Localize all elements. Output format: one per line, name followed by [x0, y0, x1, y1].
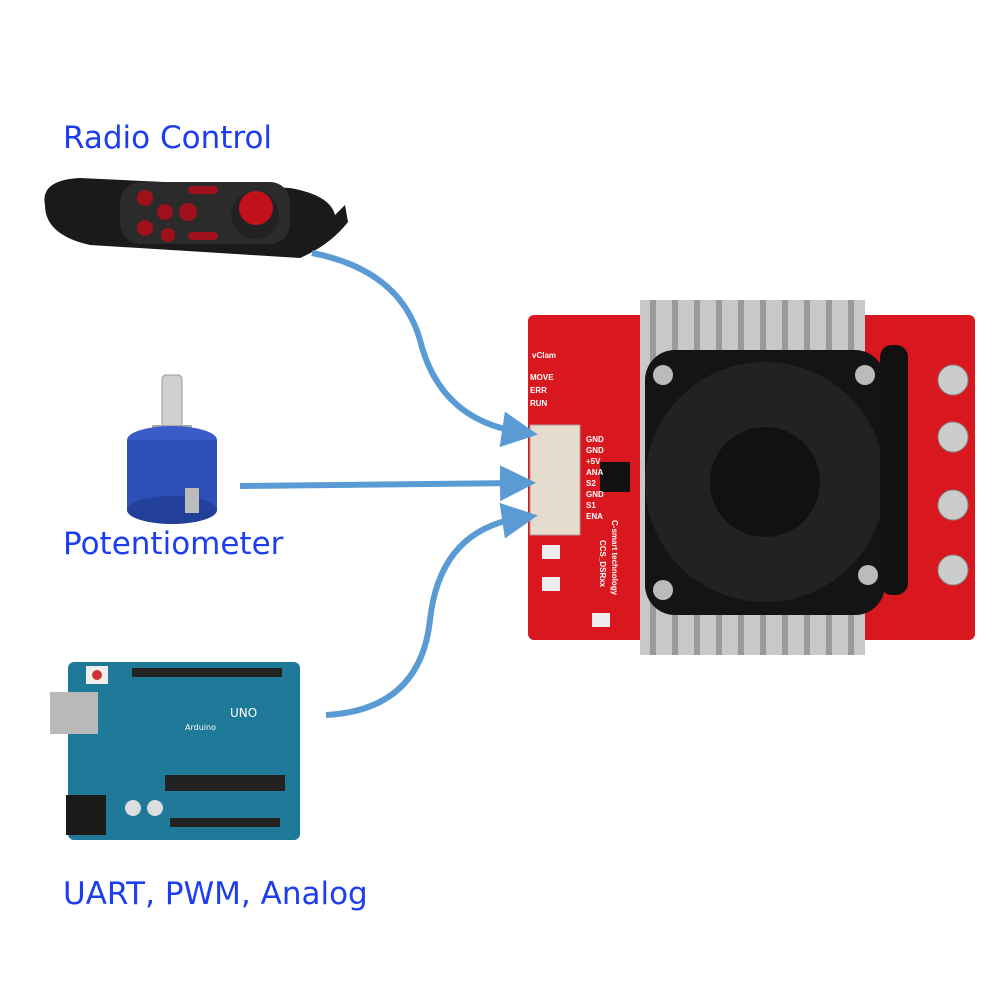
pin-label: S1 [586, 501, 596, 510]
led-label: RUN [530, 399, 548, 408]
arduino-uno-image: UNO Arduino [50, 662, 300, 840]
pin-labels: GND GND +5V ANA S2 GND S1 ENA [586, 435, 604, 521]
led-label: ERR [530, 386, 547, 395]
led-labels: vClam MOVE ERR RUN [530, 351, 556, 408]
board-brand-text: C-smart technology [610, 520, 619, 596]
arduino-brand-text: Arduino [185, 723, 216, 732]
pin-label: ANA [586, 468, 604, 477]
pin-label: GND [586, 490, 604, 499]
pin-label: GND [586, 446, 604, 455]
potentiometer-label: Potentiometer [63, 526, 284, 562]
board-model-text: CCS_DSRxx [598, 540, 607, 588]
arrow-radio-to-board [311, 250, 538, 448]
pin-label: S2 [586, 479, 596, 488]
potentiometer-image [127, 374, 217, 524]
arrow-arduino-to-board [325, 502, 538, 718]
motor-driver-board-image: GND GND +5V ANA S2 GND S1 ENA vClam MOVE… [528, 300, 975, 655]
led-label: vClam [532, 351, 556, 360]
radio-control-label: Radio Control [63, 120, 273, 156]
pin-label: ENA [586, 512, 603, 521]
pin-label: +5V [586, 457, 601, 466]
radio-remote-image [44, 178, 348, 258]
arduino-logo-text: UNO [230, 706, 257, 720]
arrow-pot-to-board [239, 465, 536, 502]
led-label: MOVE [530, 373, 554, 382]
pin-label: GND [586, 435, 604, 444]
uart-pwm-analog-label: UART, PWM, Analog [63, 876, 368, 912]
